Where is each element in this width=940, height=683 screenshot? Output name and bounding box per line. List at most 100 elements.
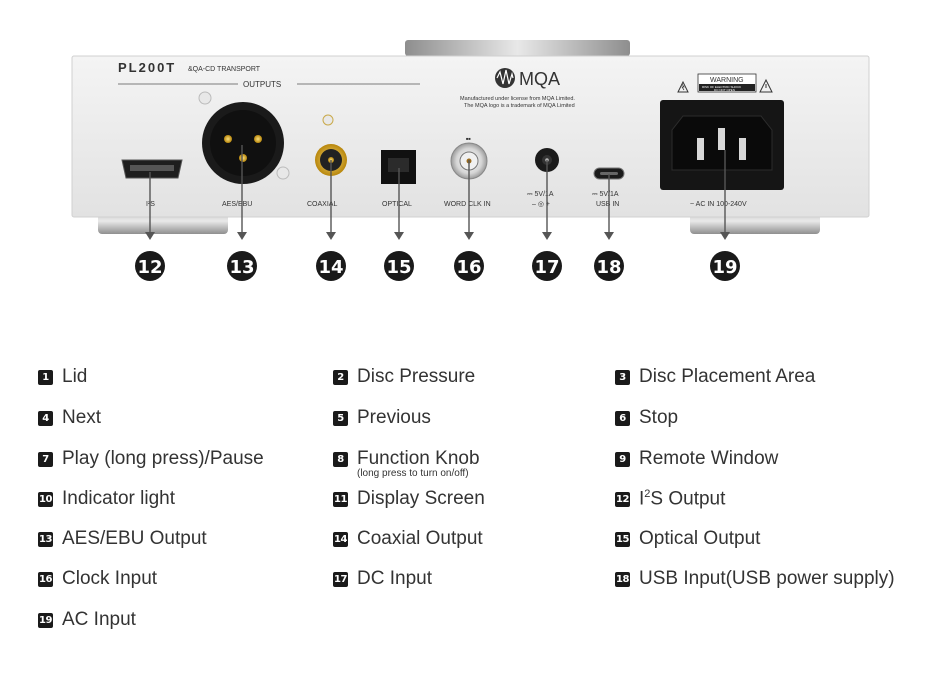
legend-item-remote-window: 9 Remote Window [615,448,778,470]
legend-item-clock-input: 16 Clock Input [38,568,157,590]
legend-label: Play (long press)/Pause [62,448,264,469]
legend-label: AES/EBU Output [62,528,207,549]
legend-label: Display Screen [357,488,485,509]
i2s-port [121,159,183,179]
legend-number-badge: 12 [615,492,630,507]
legend-number-badge: 3 [615,370,630,385]
model-subtitle: &QA-CD TRANSPORT [188,66,261,73]
callout-13: 13 [227,251,257,281]
mqa-brand-text: MQA [519,69,560,89]
legend-row: 10 Indicator light 11 Display Screen 12 … [38,488,938,516]
caution-icon [759,78,773,93]
legend-row: 19 AC Input [38,609,938,637]
legend-item-usb-input: 18 USB Input(USB power supply) [615,568,895,590]
callout-15: 15 [384,251,414,281]
screw-bottom-right [276,166,290,180]
svg-text:15: 15 [386,257,411,278]
legend-row: 13 AES/EBU Output 14 Coaxial Output 15 O… [38,528,938,556]
legend-row: 1 Lid 2 Disc Pressure 3 Disc Placement A… [38,366,938,394]
legend-item-disc-placement-area: 3 Disc Placement Area [615,366,815,388]
legend-item-previous: 5 Previous [333,407,431,429]
legend-item-aes-ebu-output: 13 AES/EBU Output [38,528,207,550]
legend-number-badge: 10 [38,492,53,507]
aes-ebu-label: AES/EBU [222,201,252,208]
warning-line1: RISK OF ELECTRIC SHOCK [702,85,741,89]
device-rear-panel-illustration: PL200T &QA-CD TRANSPORT OUTPUTS MQA Manu… [71,40,870,281]
ac-inlet [660,100,784,190]
callout-16: 16 [454,251,484,281]
callout-lines [149,145,726,238]
legend-label: USB Input(USB power supply) [639,568,895,589]
legend-label: I2S Output [639,488,726,510]
legend-number-badge: 9 [615,452,630,467]
legend-label: Disc Placement Area [639,366,816,387]
legend-item-function-knob: 8 Function Knob (long press to turn on/o… [333,448,480,479]
legend-label: Disc Pressure [357,366,476,387]
mqa-notice-line1: Manufactured under license from MQA Limi… [460,96,575,102]
legend-label: Previous [357,407,431,428]
callout-14: 14 [316,251,346,281]
svg-text:17: 17 [534,257,559,278]
callout-18: 18 [594,251,624,281]
usb-label: USB IN [596,201,619,208]
dc-polarity: – ◎ + [532,201,550,208]
legend-label: Next [62,407,102,428]
callout-arrows [145,232,730,240]
screw-top-left [198,91,212,105]
legend-item-display-screen: 11 Display Screen [333,488,485,510]
legend-number-badge: 1 [38,370,53,385]
optical-port [381,150,416,184]
legend-sub-label: (long press to turn on/off) [357,468,469,479]
legend-item-stop: 6 Stop [615,407,678,429]
svg-text:13: 13 [229,257,254,278]
usb-rating: ⎓ 5V/1A [592,191,619,198]
legend-item-i2s-output: 12 I2S Output [615,488,725,510]
legend-number-badge: 7 [38,452,53,467]
legend-number-badge: 14 [333,532,348,547]
legend-label: Stop [639,407,679,428]
legend-label: Coaxial Output [357,528,483,549]
legend-label: Remote Window [639,448,779,469]
coaxial-label: COAXIAL [307,201,337,208]
legend-number-badge: 13 [38,532,53,547]
legend-label: Clock Input [62,568,158,589]
legend-number-badge: 17 [333,572,348,587]
screw-coax [322,114,334,126]
legend-item-optical-output: 15 Optical Output [615,528,760,550]
legend-item-dc-input: 17 DC Input [333,568,432,590]
legend-number-badge: 2 [333,370,348,385]
legend-label: Lid [62,366,88,387]
legend-item-coaxial-output: 14 Coaxial Output [333,528,483,550]
legend-number-badge: 16 [38,572,53,587]
legend-number-badge: 6 [615,411,630,426]
legend-number-badge: 11 [333,492,348,507]
legend-number-badge: 8 [333,452,348,467]
lid-edge [405,40,630,56]
legend-label-group: Function Knob (long press to turn on/off… [357,448,480,479]
model-name: PL200T [118,60,176,75]
shock-warning-icon [677,80,689,93]
legend-row: 7 Play (long press)/Pause 8 Function Kno… [38,448,938,479]
callout-19: 19 [710,251,740,281]
legend-number-badge: 18 [615,572,630,587]
dc-rating: ⎓ 5V/1A [527,191,554,198]
warning-title: WARNING [710,77,744,84]
legend-item-next: 4 Next [38,407,101,429]
word-clock-top-mark: ■■ [466,136,471,141]
legend-number-badge: 19 [38,613,53,628]
svg-text:18: 18 [596,257,621,278]
legend-number-badge: 4 [38,411,53,426]
legend-label: Optical Output [639,528,761,549]
mqa-logo: MQA [495,68,560,89]
legend-item-indicator-light: 10 Indicator light [38,488,175,510]
warning-line2: DO NOT OPEN [714,88,735,92]
legend-number-badge: 15 [615,532,630,547]
aes-ebu-port [202,102,284,184]
warning-label: WARNING RISK OF ELECTRIC SHOCK DO NOT OP… [677,73,773,93]
ac-label: ~ AC IN 100-240V [690,201,747,208]
legend-number-badge: 5 [333,411,348,426]
svg-text:19: 19 [712,257,737,278]
legend-item-disc-pressure: 2 Disc Pressure [333,366,475,388]
legend-row: 16 Clock Input 17 DC Input 18 USB Input(… [38,568,938,596]
legend-item-lid: 1 Lid [38,366,87,388]
